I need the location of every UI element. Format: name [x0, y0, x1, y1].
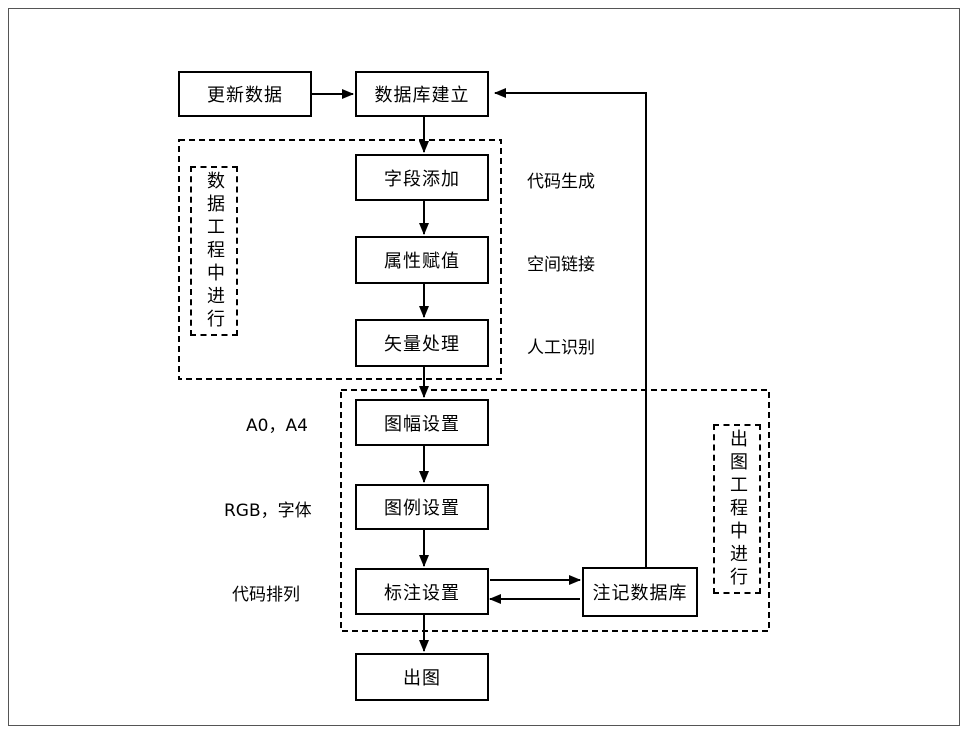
- label-paper-size: A0，A4: [246, 411, 308, 436]
- group-text-mapping-engineering: 出图工程中进行: [724, 429, 750, 590]
- group-label-mapping-engineering: 出图工程中进行: [713, 424, 761, 594]
- group-label-data-engineering: 数据工程中进行: [190, 166, 238, 336]
- box-vector-process: 矢量处理: [355, 319, 489, 367]
- arrow-annot-to-db: [495, 93, 646, 567]
- box-db-build: 数据库建立: [355, 71, 489, 117]
- box-sheet-setup: 图幅设置: [355, 399, 489, 446]
- box-annotation-db: 注记数据库: [582, 567, 698, 617]
- label-spatial-link: 空间链接: [527, 250, 595, 275]
- box-update-data: 更新数据: [178, 71, 312, 117]
- box-field-add: 字段添加: [355, 154, 489, 201]
- label-code-generation: 代码生成: [527, 167, 595, 192]
- label-rgb-font: RGB，字体: [224, 496, 312, 521]
- box-label-setup: 标注设置: [355, 568, 489, 615]
- label-manual-recognition: 人工识别: [527, 333, 595, 358]
- label-code-arrange: 代码排列: [232, 580, 300, 605]
- box-attr-assign: 属性赋值: [355, 236, 489, 284]
- box-legend-setup: 图例设置: [355, 484, 489, 530]
- box-output-map: 出图: [355, 653, 489, 701]
- group-text-data-engineering: 数据工程中进行: [201, 171, 227, 332]
